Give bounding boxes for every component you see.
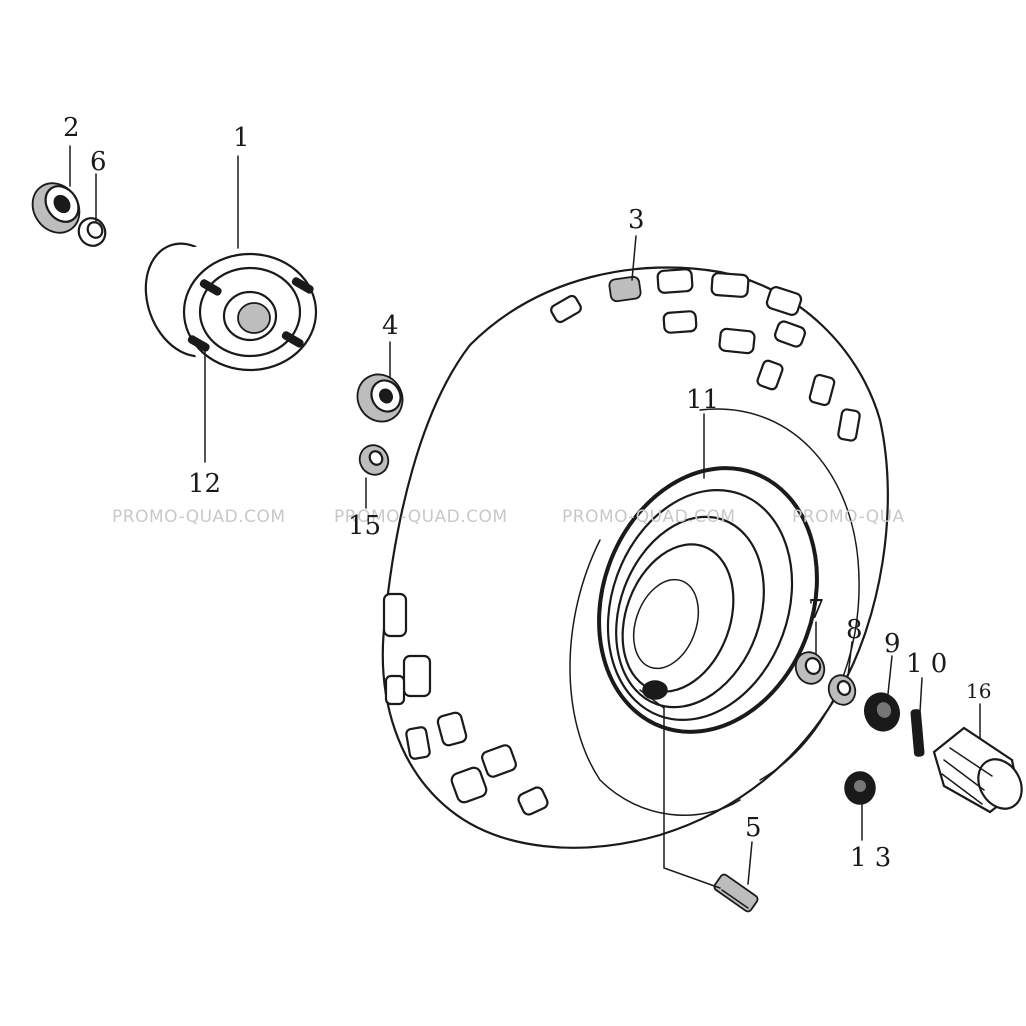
part-13-nut xyxy=(844,771,876,805)
callout-9: 9 xyxy=(884,629,901,659)
part-15-nut xyxy=(358,444,390,476)
part-6-spacer xyxy=(77,217,107,247)
part-10-cotter-pin xyxy=(910,709,925,757)
callout-3: 3 xyxy=(628,205,645,235)
part-3-tire xyxy=(381,266,889,849)
callout-11: 11 xyxy=(686,385,719,415)
part-7-spacer xyxy=(794,651,826,685)
part-8-washer xyxy=(827,674,857,706)
part-5-valve-stem xyxy=(713,873,759,913)
callout-4: 4 xyxy=(382,311,399,341)
part-16-hub-cap xyxy=(932,726,1023,814)
callout-12: 12 xyxy=(188,469,221,499)
callout-5: 5 xyxy=(745,813,762,843)
callout-15: 15 xyxy=(348,511,381,541)
watermark: PROMO-QUA xyxy=(792,507,905,527)
watermark: PROMO-QUAD.COM xyxy=(112,507,286,527)
callout-16: 16 xyxy=(966,679,991,703)
part-11-rim xyxy=(597,466,819,734)
callout-8: 8 xyxy=(846,615,863,645)
callout-7: 7 xyxy=(808,595,825,625)
callout-2: 2 xyxy=(63,113,80,143)
part-9-castle-nut xyxy=(864,692,900,732)
callout-labels: 1 2 3 4 5 6 7 8 9 1 0 11 12 1 3 15 16 xyxy=(63,113,991,873)
callout-10: 1 0 xyxy=(906,649,947,679)
watermark: PROMO-QUAD.COM xyxy=(334,507,508,527)
part-2-bearing xyxy=(31,182,81,234)
part-1-wheel-hub xyxy=(144,240,318,376)
callout-6: 6 xyxy=(90,147,107,177)
watermark-row: PROMO-QUAD.COM PROMO-QUAD.COM PROMO-QUAD… xyxy=(112,507,905,527)
callout-13: 1 3 xyxy=(850,843,891,873)
part-4-bearing xyxy=(356,373,404,423)
callout-1: 1 xyxy=(233,123,250,153)
leader-lines xyxy=(69,145,981,889)
watermark: PROMO-QUAD.COM xyxy=(562,507,736,527)
